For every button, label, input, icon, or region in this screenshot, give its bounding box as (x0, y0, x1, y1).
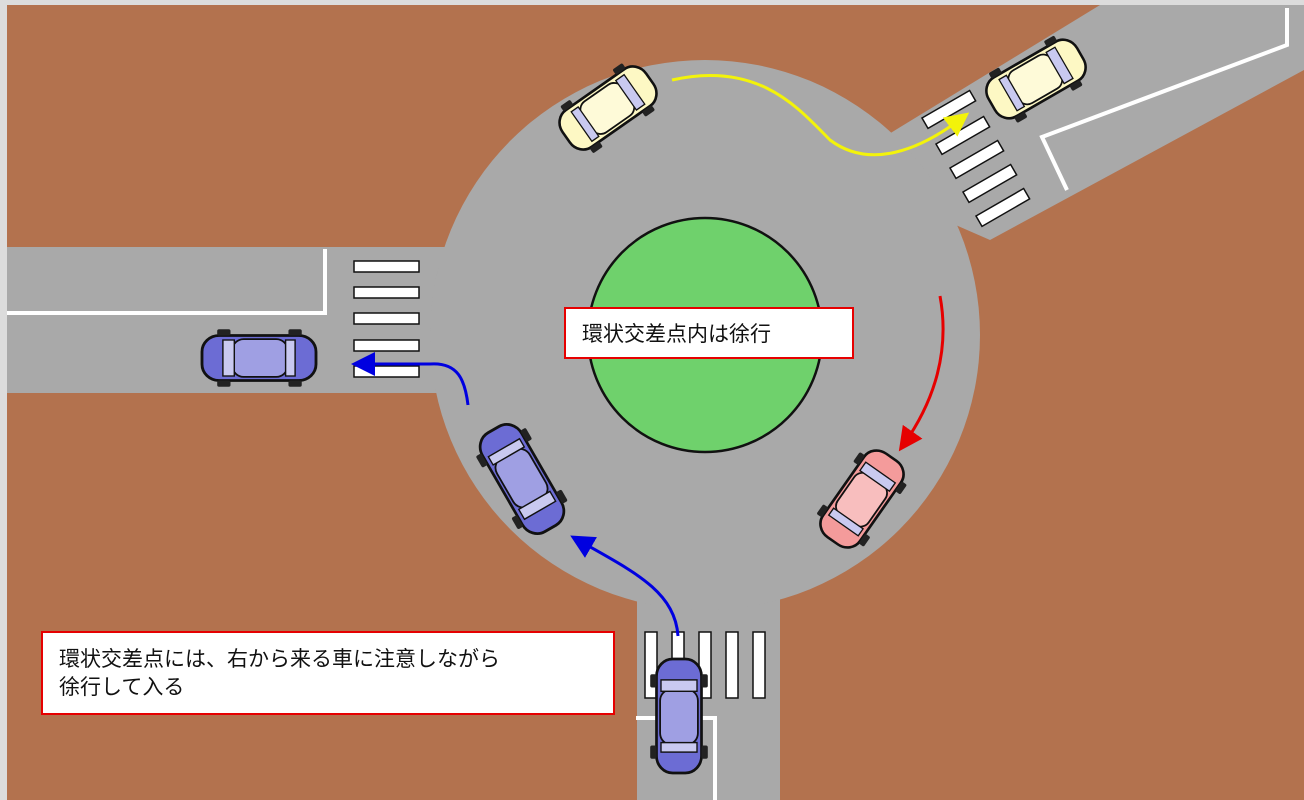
arrow-blue-entry (570, 535, 680, 637)
arrow-red (898, 295, 945, 452)
car-blue-west-exit (200, 327, 318, 389)
car-blue-south-entering (648, 657, 710, 775)
crosswalk-west (353, 260, 420, 378)
label-center-text: 環状交差点内は徐行 (582, 322, 771, 346)
label-bottom-text: 環状交差点には、右から来る車に注意しながら 徐行して入る (59, 647, 500, 699)
arrow-blue-exit (351, 352, 470, 406)
label-slow-inside-roundabout: 環状交差点内は徐行 (564, 307, 854, 359)
label-enter-slowly: 環状交差点には、右から来る車に注意しながら 徐行して入る (41, 631, 615, 715)
arrow-yellow (671, 74, 970, 157)
